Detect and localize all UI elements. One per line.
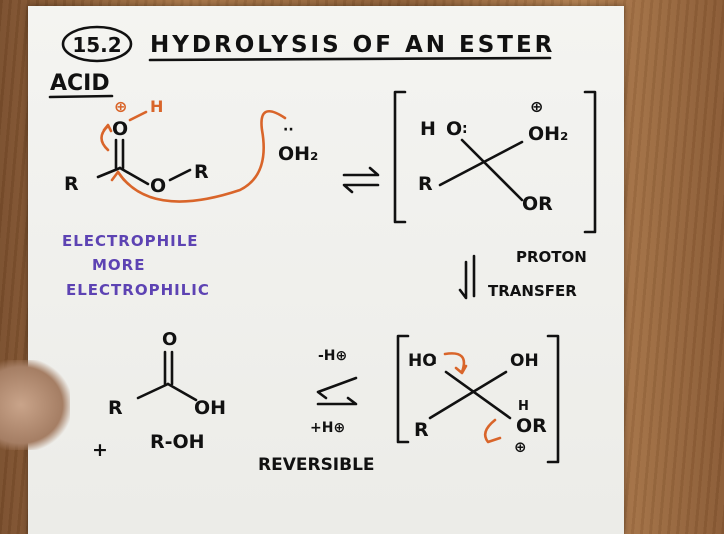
or-bond (168, 168, 192, 182)
reversible-forward-arrow (316, 396, 358, 406)
section-number: 15.2 (72, 33, 121, 57)
tetrahedral-or: OR (522, 193, 553, 215)
label-proton: PROTON (516, 248, 587, 266)
curly-arrow-water-attack (116, 109, 287, 203)
label-transfer: TRANSFER (488, 282, 577, 300)
ester-bond (118, 166, 150, 186)
title-underline (148, 56, 552, 62)
hydroxyl-lone-pair: : (462, 121, 468, 137)
equilibrium-forward-arrow (342, 166, 380, 177)
page-title: HYDROLYSIS OF AN ESTER (150, 32, 555, 58)
tetrahedral-bond-1 (460, 138, 524, 202)
label-minus-h: -H⊕ (318, 348, 347, 364)
carbonyl-oxygen: O (112, 118, 128, 140)
lower-tetrahedral-bond-2 (428, 370, 508, 420)
proton-transfer-down-arrow (458, 260, 468, 300)
alkyl-group: R (194, 161, 209, 183)
note-electrophile: ELECTROPHILE (62, 232, 199, 250)
oxonium-charge: ⊕ (530, 97, 543, 116)
label-reversible: REVERSIBLE (258, 455, 375, 475)
equilibrium-back-arrow (342, 183, 380, 194)
leaving-group-h: H (518, 399, 529, 414)
condition-underline (48, 94, 114, 99)
water-molecule: OH₂ (278, 143, 318, 165)
product-r-bond (136, 382, 170, 400)
arrowhead-water-attack (110, 170, 126, 182)
hydroxyl-o: O (446, 118, 462, 140)
hydroxyl-group-right: OH (510, 351, 539, 371)
bracket-left-top (393, 90, 407, 224)
r-group: R (64, 173, 79, 195)
product-r: R (108, 397, 123, 419)
condition-label: ACID (50, 71, 110, 96)
tetrahedral-bond-2 (438, 140, 524, 187)
bracket-right-bottom (546, 334, 560, 464)
r-bond (96, 166, 122, 179)
hand-shadow (0, 360, 70, 450)
hydroxyl-left-lone-pair: : (432, 353, 437, 368)
curly-arrow-leaving-group (483, 418, 502, 444)
plus-sign: + (92, 439, 108, 461)
product-oh: OH (194, 397, 226, 419)
oxonium-group: OH₂ (528, 123, 568, 145)
arrowhead-carbonyl (102, 123, 113, 133)
product-carbonyl-oxygen: O (162, 329, 177, 350)
lower-tetrahedral-bond-1 (444, 370, 512, 420)
note-electrophilic: ELECTROPHILIC (66, 281, 210, 299)
leaving-group-charge: ⊕ (514, 438, 527, 456)
reversible-back-arrow (316, 376, 358, 400)
product-oh-bond (166, 382, 198, 402)
bracket-left-bottom (396, 334, 410, 444)
leaving-group-or: OR (516, 415, 547, 437)
curly-arrow-reform-carbonyl (443, 352, 466, 374)
hydroxyl-h: H (420, 118, 436, 140)
oxygen-positive-charge: ⊕ (114, 97, 127, 116)
paper-sheet (28, 6, 624, 534)
label-plus-h: +H⊕ (310, 420, 345, 436)
water-lone-pair: ·· (283, 122, 294, 138)
alcohol-product: R-OH (150, 431, 205, 453)
ester-oxygen: O (150, 175, 166, 197)
section-number-circle (61, 25, 133, 63)
bracket-right-top (583, 90, 597, 234)
added-proton: H (150, 97, 163, 116)
proton-bond (128, 110, 148, 122)
arrowhead-reform-carbonyl (454, 364, 468, 375)
hydroxyl-group-left: HO (408, 351, 437, 371)
lower-tetrahedral-r: R (414, 419, 429, 441)
note-more: MORE (92, 256, 145, 274)
tetrahedral-r: R (418, 173, 433, 195)
